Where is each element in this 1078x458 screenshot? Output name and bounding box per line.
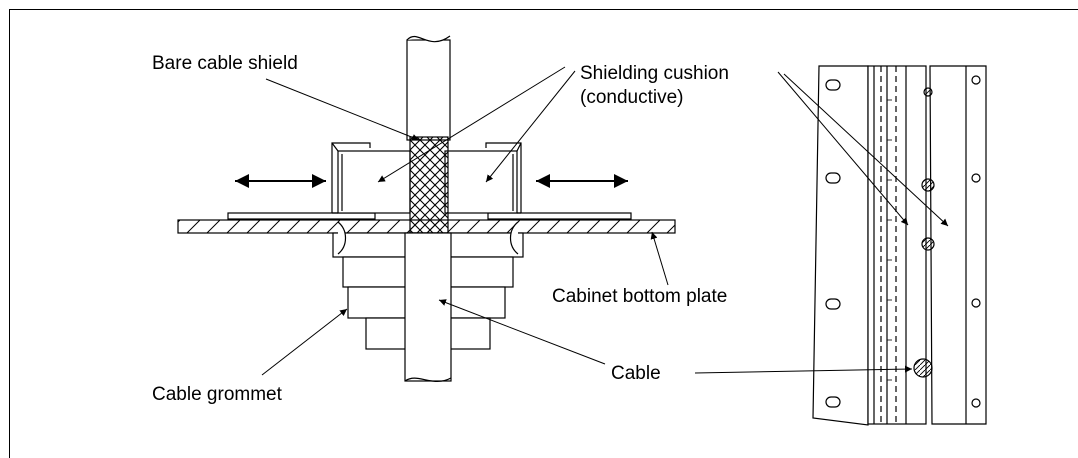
label-shielding-cushion: Shielding cushion: [580, 63, 729, 84]
cable-section-large: [913, 358, 933, 378]
cable-section-2: [921, 237, 935, 251]
cable-section-small: [923, 87, 933, 97]
shield-bar-assembly: [812, 65, 987, 426]
left-base-plate: [227, 212, 376, 220]
label-cabinet-bottom-plate: Cabinet bottom plate: [552, 286, 727, 307]
label-cable: Cable: [611, 363, 661, 384]
label-shielding-cushion-conductive: (conductive): [580, 87, 684, 108]
leader-lines: [261, 66, 949, 376]
left-shielding-cushion: [331, 142, 411, 214]
cable-upper: [406, 35, 451, 141]
cable-section-1: [921, 178, 935, 192]
bare-cable-shield: [409, 136, 449, 234]
cable-lower: [404, 232, 452, 383]
figure-frame: [9, 9, 1078, 458]
label-cable-grommet: Cable grommet: [152, 384, 283, 405]
right-shielding-cushion: [444, 142, 522, 214]
right-base-plate: [487, 212, 632, 220]
label-bare-cable-shield: Bare cable shield: [152, 53, 298, 74]
